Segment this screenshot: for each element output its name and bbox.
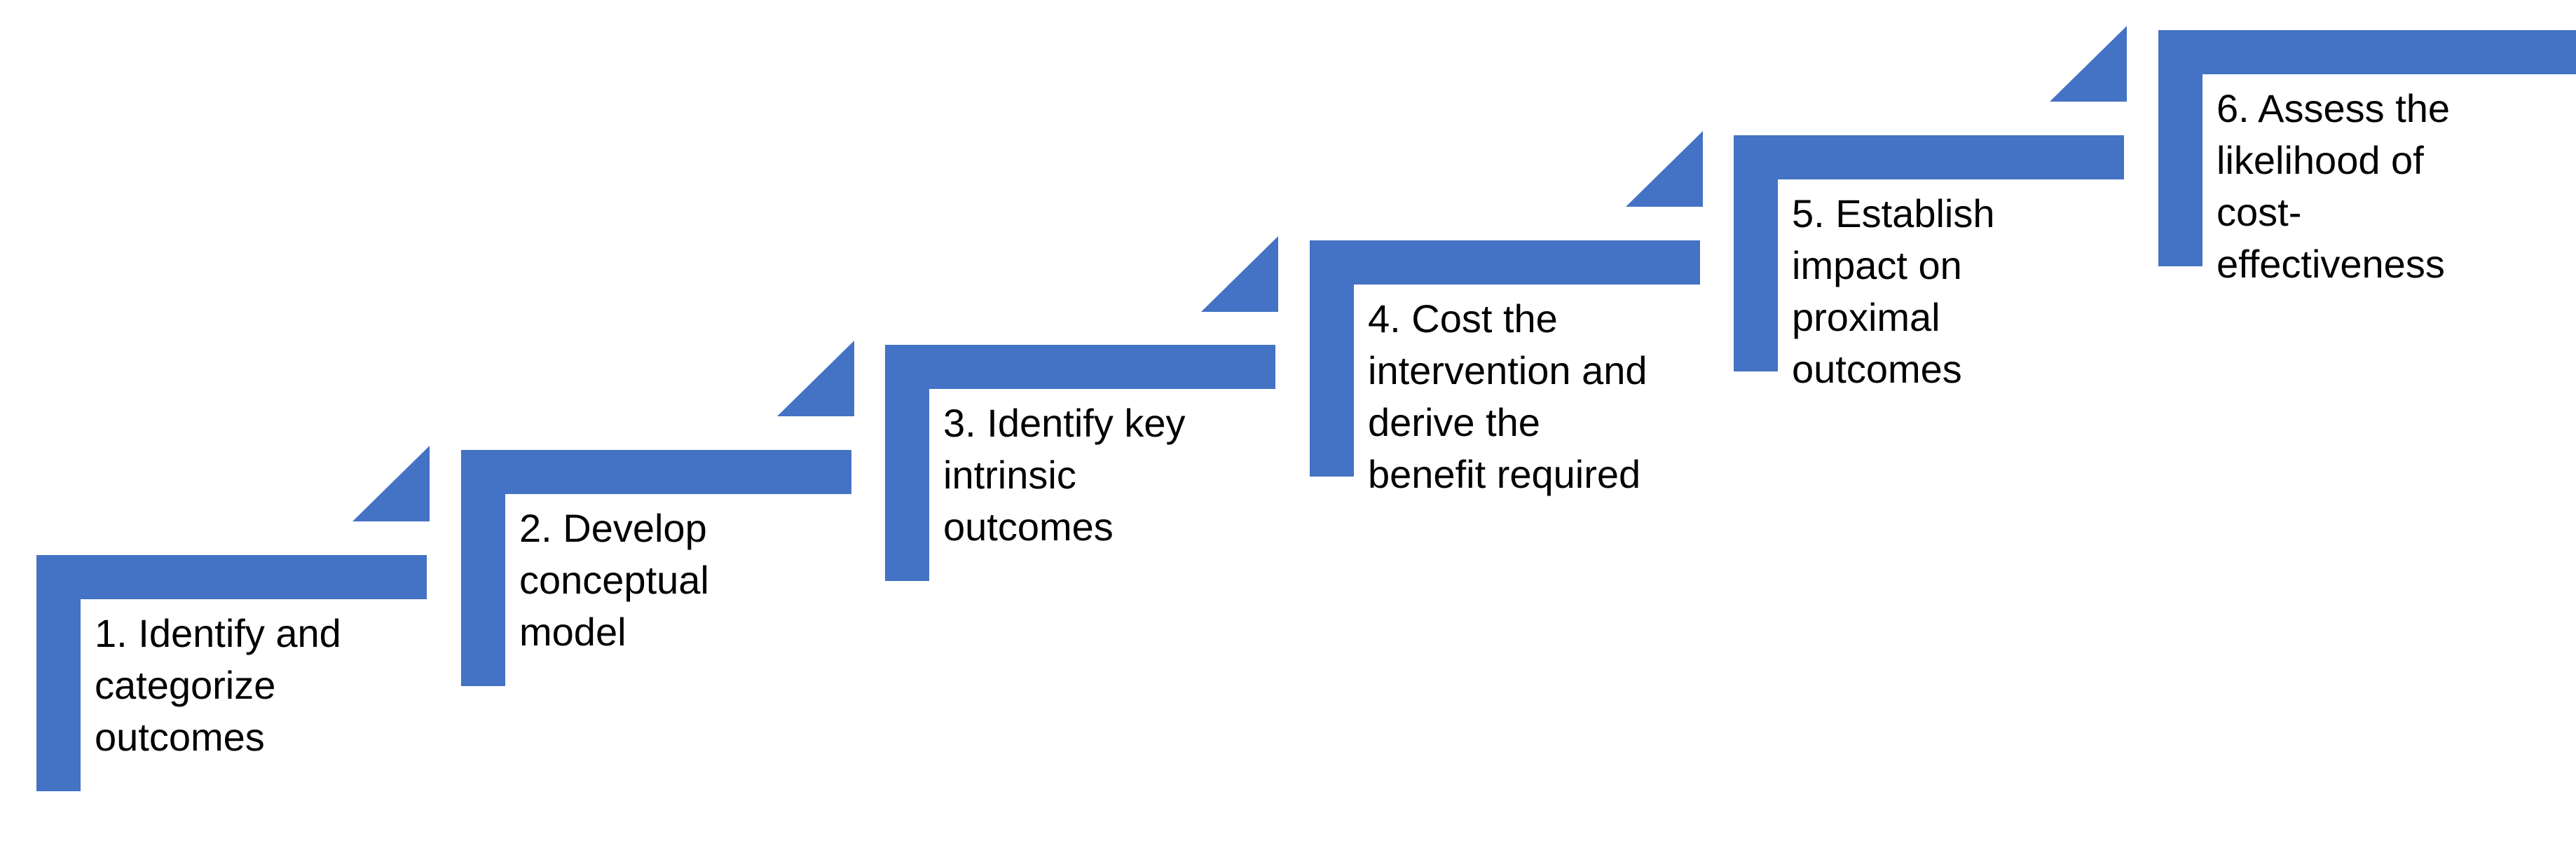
step-5-tread-bar [1734, 135, 2124, 179]
step-1-riser-bar [36, 555, 81, 791]
step-5-riser-bar [1734, 135, 1778, 371]
step-6-tread-bar [2158, 30, 2576, 74]
step-3-riser-bar [885, 345, 929, 581]
step-5-label: 5. Establish impact on proximal outcomes [1792, 191, 1995, 391]
step-6-riser-bar [2158, 30, 2202, 266]
step-1-tread-bar [36, 555, 427, 599]
step-3-label: 3. Identify key intrinsic outcomes [943, 401, 1186, 549]
step-4-tread-bar [1310, 240, 1700, 285]
step-3-tread-bar [885, 345, 1275, 389]
step-4-riser-bar [1310, 240, 1354, 477]
step-4-label: 4. Cost the intervention and derive the … [1368, 296, 1647, 496]
step-1-label: 1. Identify and categorize outcomes [95, 611, 341, 759]
step-2-tread-bar [461, 450, 851, 494]
step-arrow-icon [2050, 26, 2127, 102]
step-2-riser-bar [461, 450, 505, 686]
step-2-label: 2. Develop conceptual model [519, 506, 709, 654]
step-6-label: 6. Assess the likelihood of cost- effect… [2217, 86, 2451, 286]
